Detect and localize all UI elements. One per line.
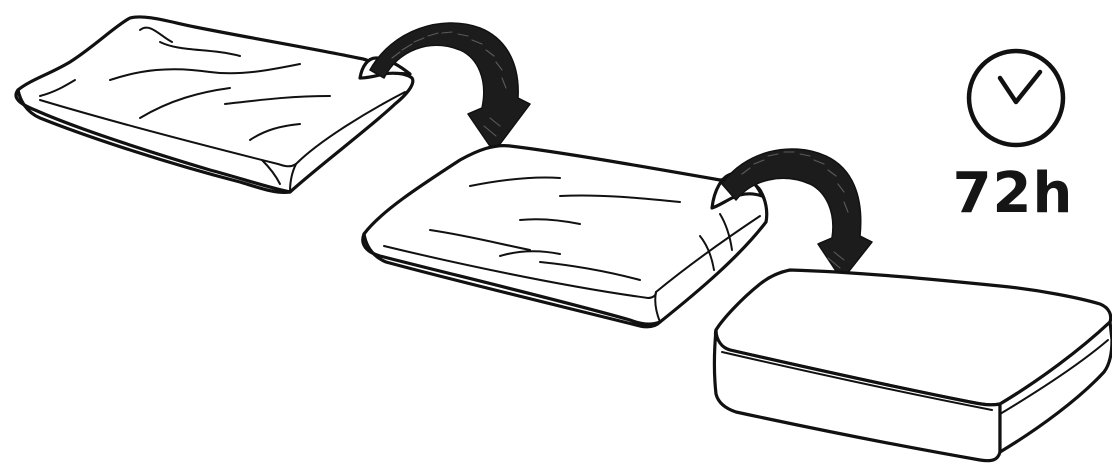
expanded-cushion (715, 270, 1112, 461)
duration-label: 72h (953, 161, 1074, 226)
clock-icon (969, 51, 1063, 145)
compressed-cushion (16, 17, 413, 192)
expanding-cushion (363, 146, 767, 327)
